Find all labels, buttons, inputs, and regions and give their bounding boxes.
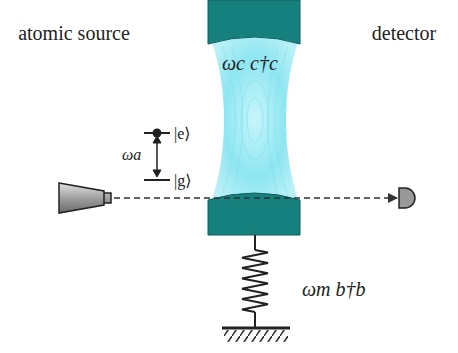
ground-state: |g⟩ <box>174 171 191 190</box>
detector-box: detector <box>398 187 416 209</box>
cavity-hamiltonian: ωc c†c <box>222 52 278 75</box>
top-mirror <box>208 0 300 44</box>
atom-levels <box>144 129 170 181</box>
node-heading: atomic source <box>18 22 130 45</box>
detector-shape <box>398 187 416 209</box>
ground-hatch <box>224 330 288 342</box>
spring <box>242 235 268 328</box>
source-shape <box>58 182 112 214</box>
atomic-source: atomic source <box>58 182 112 214</box>
node-heading: detector <box>372 22 436 45</box>
bottom-mirror <box>208 193 300 235</box>
atomic-frequency: ωa <box>122 146 141 164</box>
mechanical-hamiltonian: ωm b†b <box>302 278 366 301</box>
cavity-field <box>212 36 298 200</box>
ground <box>222 327 290 330</box>
excited-state: |e⟩ <box>174 124 191 143</box>
atom-beam-arrow <box>114 197 397 199</box>
